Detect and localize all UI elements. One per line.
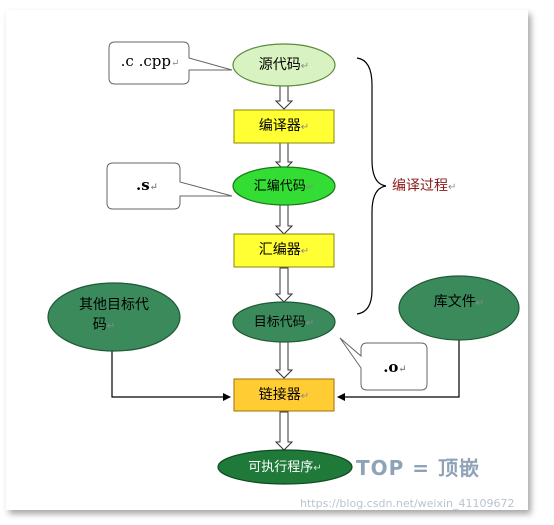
watermark-logo: TOP = 顶嵌 xyxy=(356,456,480,480)
node-linker xyxy=(233,378,335,412)
label-other-object-code-line2: 码↵ xyxy=(92,317,116,333)
node-source-code xyxy=(232,43,336,87)
brace xyxy=(356,57,387,315)
label-library-file: 库文件↵ xyxy=(433,294,485,310)
side-connectors xyxy=(111,340,460,401)
arrow-obj-to-linker xyxy=(274,341,294,379)
label-linker: 链接器↵ xyxy=(258,387,310,403)
label-executable: 可执行程序↵ xyxy=(248,460,322,475)
arrow-compiler-to-asm xyxy=(274,142,294,171)
connector-other-obj-to-linker xyxy=(111,350,231,401)
bubble-o-text: .o↵ xyxy=(383,358,407,376)
node-other-object-code xyxy=(47,282,181,352)
node-library-file xyxy=(398,275,520,341)
label-object-code: 目标代码↵ xyxy=(253,315,315,330)
connector-lib-to-linker xyxy=(337,340,460,401)
node-executable xyxy=(217,449,353,485)
watermark-url: https://blog.csdn.net/weixin_41109672 xyxy=(300,497,515,510)
arrow-asm-to-assembler xyxy=(274,203,294,235)
node-assembly-code xyxy=(232,166,336,206)
brace-label-compile-process: 编译过程↵ xyxy=(392,178,457,194)
label-assembler: 汇编器↵ xyxy=(258,242,310,258)
arrow-assembler-to-obj xyxy=(274,267,294,303)
label-source-code: 源代码↵ xyxy=(258,57,310,73)
bubble-s-shape xyxy=(106,162,233,210)
arrow-linker-to-exec xyxy=(274,411,294,451)
node-object-code xyxy=(232,301,336,343)
arrow-source-to-compiler xyxy=(274,84,294,110)
bubble-c-cpp-shape xyxy=(108,41,233,85)
node-compiler xyxy=(233,109,335,144)
flow-arrows xyxy=(274,84,294,451)
label-compiler: 编译器↵ xyxy=(258,118,310,134)
bubble-s-text: .s↵ xyxy=(135,176,159,194)
label-assembly-code: 汇编代码↵ xyxy=(253,179,315,194)
label-other-object-code-line1: 其他目标代 xyxy=(79,297,149,313)
bubble-o-shape xyxy=(339,337,428,391)
node-assembler xyxy=(233,233,335,268)
bubble-c-cpp-text: .c .cpp↵ xyxy=(120,52,180,70)
